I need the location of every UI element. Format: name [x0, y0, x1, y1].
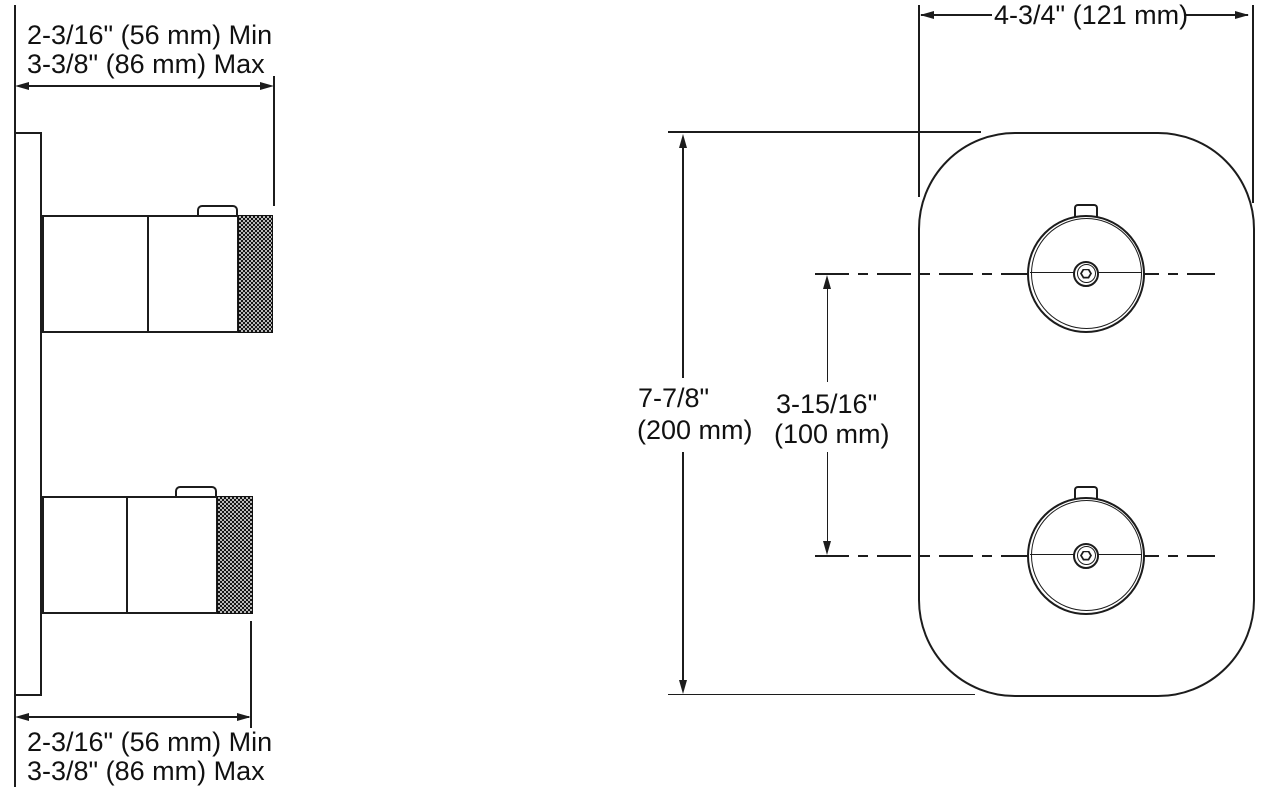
width-extension-right: [1252, 5, 1254, 203]
spacing-arrow-up: [823, 275, 831, 289]
top-depth-dimension-line: [28, 85, 261, 87]
upper-knob-hex-socket-icon: [1080, 268, 1092, 279]
side-view: 2-3/16" (56 mm) Min 3-3/8" (86 mm) Max 2…: [0, 0, 420, 790]
top-depth-label-line1: 2-3/16" (56 mm) Min: [27, 20, 273, 50]
bottom-depth-label-line2: 3-3/8" (86 mm) Max: [27, 756, 265, 786]
bottom-depth-arrow-right: [237, 712, 251, 721]
height-arrow-up: [678, 134, 687, 148]
top-depth-arrow-left: [15, 81, 29, 90]
upper-knob-hub-inner: [1076, 264, 1096, 283]
height-dimension-line-lower: [682, 452, 684, 680]
lower-knob: [1027, 486, 1145, 615]
lower-knob-hex-socket-icon: [1080, 550, 1092, 561]
height-dimension-line-upper: [682, 147, 684, 378]
width-arrow-left: [920, 10, 934, 19]
bottom-depth-extension-line: [250, 621, 252, 728]
height-label-line1: 7-7/8": [638, 383, 710, 413]
lower-knob-inner-rim: [1030, 500, 1142, 611]
lower-knob-hub-inner: [1076, 546, 1096, 565]
lower-handle-clip-tab: [175, 486, 217, 498]
spacing-label-line2: (100 mm): [774, 419, 890, 449]
top-depth-label-line2: 3-3/8" (86 mm) Max: [27, 49, 265, 79]
height-extension-top: [668, 131, 981, 133]
spacing-dimension-line-lower: [826, 452, 829, 542]
upper-handle-section-line: [146, 216, 149, 332]
height-extension-bottom: [668, 693, 975, 696]
lower-handle-knurled-grip: [217, 495, 253, 614]
upper-handle-body: [42, 215, 239, 333]
lower-handle-section-line: [125, 497, 128, 613]
upper-knob-centerline: [815, 272, 1215, 275]
lower-handle-body: [42, 496, 218, 614]
upper-knob-inner-rim: [1030, 218, 1142, 329]
spacing-arrow-down: [823, 541, 831, 555]
height-arrow-down: [678, 679, 687, 694]
width-dimension-line-left: [921, 14, 992, 16]
width-extension-left: [918, 5, 920, 197]
bottom-depth-dimension-line: [28, 716, 249, 718]
upper-knob: [1027, 204, 1145, 333]
upper-knob-hex-socket-inner: [1082, 270, 1090, 277]
lower-knob-centerline: [815, 554, 1215, 557]
height-label-line2: (200 mm): [637, 415, 753, 445]
top-depth-arrow-right: [260, 81, 274, 90]
bottom-depth-label-line1: 2-3/16" (56 mm) Min: [27, 727, 273, 757]
width-arrow-right: [1235, 10, 1249, 19]
spacing-label-line1: 3-15/16": [776, 389, 878, 419]
spacing-dimension-line-upper: [826, 288, 829, 382]
width-dimension-label: 4-3/4" (121 mm): [994, 0, 1189, 30]
width-dimension-line-right: [1184, 14, 1248, 16]
upper-handle-knurled-grip: [238, 214, 273, 333]
lower-knob-hex-socket-inner: [1082, 552, 1090, 559]
upper-handle-clip-tab: [197, 205, 238, 217]
bottom-depth-arrow-left: [15, 712, 29, 721]
escutcheon-plate-side: [14, 132, 42, 696]
top-depth-extension-line: [273, 76, 275, 206]
